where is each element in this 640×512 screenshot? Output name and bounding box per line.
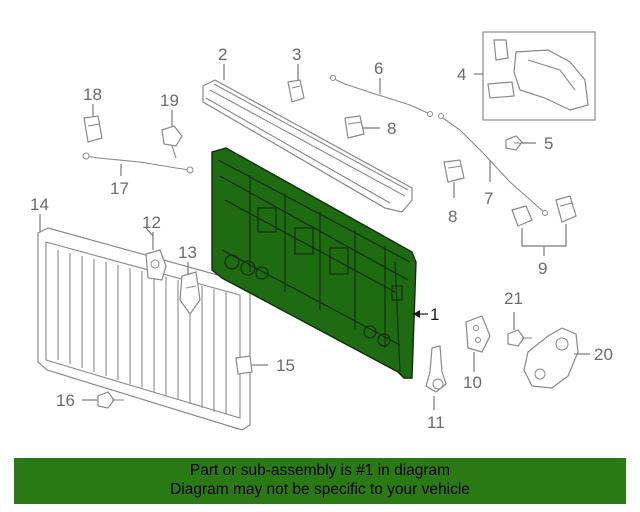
part-13-hinge-plate[interactable] — [179, 271, 201, 316]
callout-21[interactable]: 21 — [504, 289, 523, 308]
callout-6[interactable]: 6 — [374, 59, 383, 78]
part-21-bolt[interactable] — [507, 312, 532, 347]
part-8-clip-upper[interactable] — [344, 115, 365, 139]
leader-lines — [39, 64, 536, 315]
callout-18[interactable]: 18 — [83, 85, 102, 104]
part-17-cable[interactable] — [82, 152, 194, 176]
part-4-latch-assembly[interactable] — [474, 31, 596, 121]
callout-4[interactable]: 4 — [457, 65, 466, 84]
callout-19[interactable]: 19 — [160, 91, 179, 110]
callout-12[interactable]: 12 — [142, 213, 161, 232]
callout-5[interactable]: 5 — [544, 134, 553, 153]
part-9-bushings[interactable] — [511, 195, 577, 256]
callout-1-arrow — [413, 310, 420, 318]
part-10-hinge-bracket[interactable] — [465, 315, 491, 372]
callout-16[interactable]: 16 — [56, 391, 75, 410]
callout-2[interactable]: 2 — [218, 45, 227, 64]
footer-line-2: Diagram may not be specific to your vehi… — [170, 481, 470, 498]
part-20-hinge-assembly[interactable] — [523, 327, 590, 389]
footer-banner: Part or sub-assembly is #1 in diagram Di… — [14, 458, 626, 504]
callout-11[interactable]: 11 — [427, 413, 445, 432]
callout-20[interactable]: 20 — [594, 345, 613, 364]
part-16-bolt[interactable] — [82, 391, 124, 409]
callout-7[interactable]: 7 — [484, 189, 493, 208]
callout-3[interactable]: 3 — [292, 45, 301, 64]
callout-10[interactable]: 10 — [463, 373, 482, 392]
callout-13[interactable]: 13 — [178, 243, 197, 262]
callout-1[interactable]: 1 — [430, 305, 439, 324]
callout-8-upper[interactable]: 8 — [387, 119, 396, 138]
part-7-rod[interactable] — [438, 113, 548, 216]
parts-diagram: 1 2 3 4 5 6 7 8 8 9 10 11 12 13 14 15 16… — [30, 31, 613, 432]
callout-labels: 1 2 3 4 5 6 7 8 8 9 10 11 12 13 14 15 16… — [30, 45, 613, 432]
part-15-clip[interactable] — [235, 355, 268, 375]
callout-9[interactable]: 9 — [538, 259, 547, 278]
part-3-clip[interactable] — [287, 79, 305, 103]
part-2-top-cap[interactable] — [202, 79, 413, 213]
part-6-cable[interactable] — [330, 75, 433, 117]
part-12-bracket[interactable] — [145, 249, 167, 281]
callout-8-lower[interactable]: 8 — [448, 207, 457, 226]
part-1-tailgate-inner-panel[interactable] — [211, 147, 417, 379]
part-8-clip-lower[interactable] — [443, 159, 465, 183]
part-19-bolt[interactable] — [161, 110, 183, 159]
part-11-hinge-strap[interactable] — [425, 345, 447, 410]
callout-15[interactable]: 15 — [276, 356, 295, 375]
callout-14[interactable]: 14 — [30, 195, 49, 214]
footer-line-1: Part or sub-assembly is #1 in diagram — [189, 462, 451, 479]
part-18-clip[interactable] — [83, 104, 103, 143]
callout-17[interactable]: 17 — [110, 179, 129, 198]
